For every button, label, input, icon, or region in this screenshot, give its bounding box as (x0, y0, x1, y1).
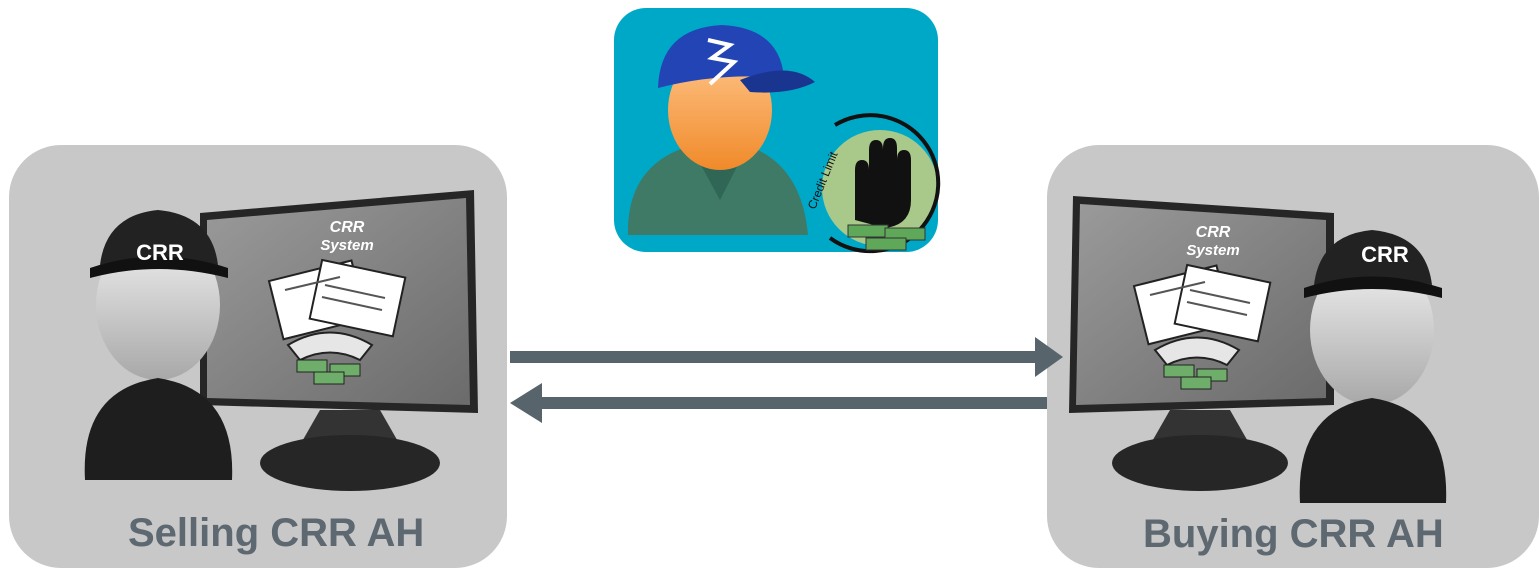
left-monitor-title-1: CRR (330, 219, 365, 236)
operator-icon (627, 25, 815, 235)
credit-limit-icon: Credit Limit (805, 113, 941, 254)
right-contract-icon (1132, 263, 1272, 390)
right-monitor: CRR System (1069, 196, 1334, 491)
right-monitor-title-1: CRR (1196, 224, 1231, 241)
right-monitor-title-2: System (1186, 242, 1239, 259)
left-arrow (510, 383, 1047, 423)
left-monitor-title-2: System (320, 237, 373, 254)
stop-hand-icon (855, 138, 911, 228)
left-contract-icon (267, 258, 407, 385)
left-person-icon: CRR (84, 210, 233, 480)
left-cap-text: CRR (136, 240, 184, 265)
selling-label: Selling CRR AH (128, 511, 425, 555)
right-person-icon: CRR (1299, 230, 1447, 503)
right-cap-text: CRR (1361, 242, 1409, 267)
buying-label: Buying CRR AH (1143, 512, 1444, 556)
right-arrow (510, 337, 1063, 377)
left-monitor: CRR System (200, 190, 478, 491)
